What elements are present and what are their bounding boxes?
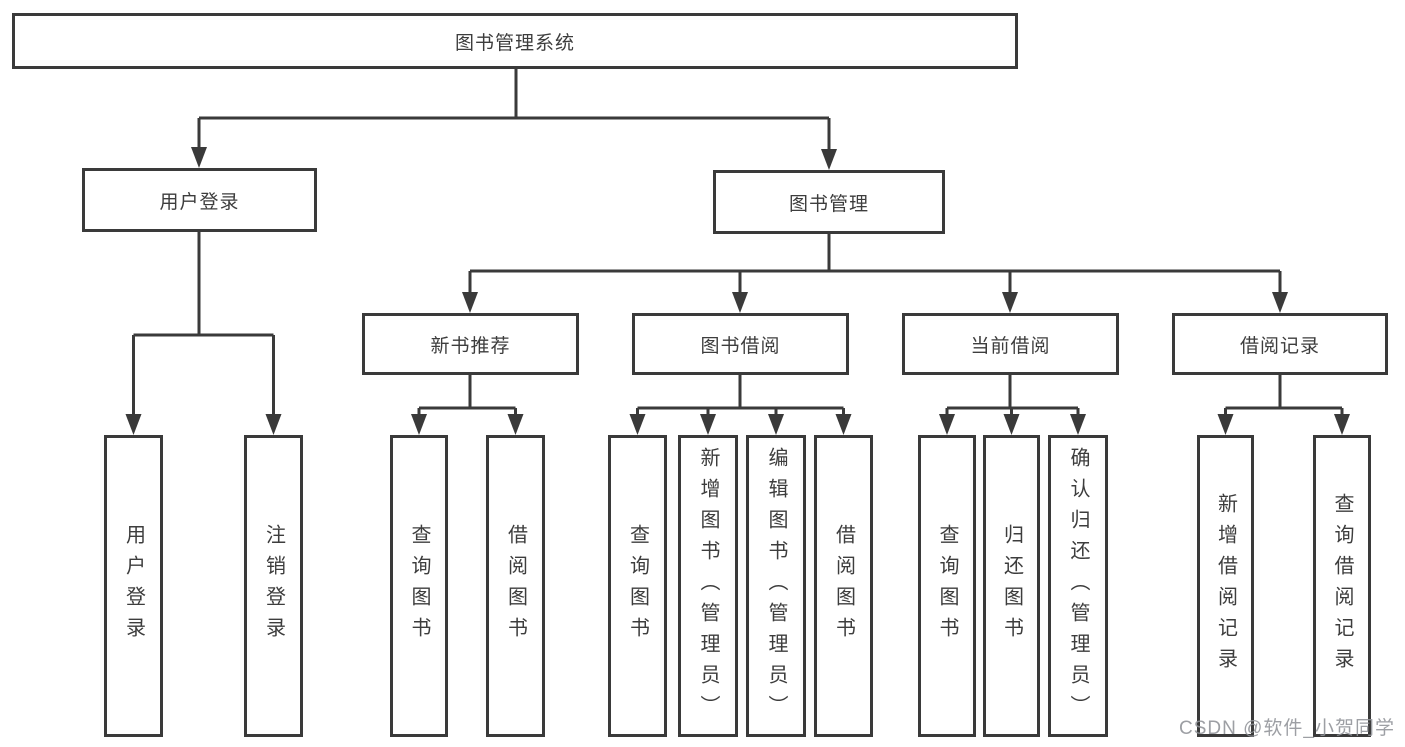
arrow-down-icon xyxy=(411,414,427,435)
arrow-down-icon xyxy=(1272,292,1288,313)
node-borrow-records: 借阅记录 xyxy=(1172,313,1388,375)
node-book-management-label: 图书管理 xyxy=(788,193,869,215)
leaf-borrow-book-recommend-label: 借阅图书 xyxy=(504,524,527,648)
leaf-query-book-borrow: 查询图书 xyxy=(608,435,667,737)
leaf-confirm-return-admin-label: 确认归还（管理员） xyxy=(1067,446,1089,726)
leaf-borrow-book: 借阅图书 xyxy=(814,435,873,737)
node-borrow-records-label: 借阅记录 xyxy=(1239,335,1320,357)
arrow-down-icon xyxy=(1003,414,1020,435)
arrow-down-icon xyxy=(835,414,852,435)
leaf-query-borrow-record-label: 查询借阅记录 xyxy=(1331,493,1353,679)
leaf-user-login: 用户登录 xyxy=(104,435,163,737)
leaf-borrow-book-recommend: 借阅图书 xyxy=(486,435,545,737)
node-new-book-recommend: 新书推荐 xyxy=(362,313,579,375)
arrow-down-icon xyxy=(462,292,478,313)
node-book-borrow: 图书借阅 xyxy=(632,313,849,375)
leaf-add-borrow-record-label: 新增借阅记录 xyxy=(1214,493,1237,679)
leaf-query-book-recommend-label: 查询图书 xyxy=(408,524,430,648)
node-new-book-recommend-label: 新书推荐 xyxy=(430,335,511,357)
arrow-down-icon xyxy=(1217,414,1234,435)
arrow-down-icon xyxy=(191,147,207,168)
arrow-down-icon xyxy=(1334,414,1350,435)
leaf-return-book: 归还图书 xyxy=(983,435,1040,737)
arrow-down-icon xyxy=(507,414,524,435)
leaf-edit-book-admin-label: 编辑图书（管理员） xyxy=(765,446,787,726)
arrow-down-icon xyxy=(768,414,784,435)
leaf-edit-book-admin: 编辑图书（管理员） xyxy=(746,435,806,737)
leaf-logout: 注销登录 xyxy=(244,435,303,737)
leaf-add-book-admin-label: 新增图书（管理员） xyxy=(697,446,719,726)
node-current-borrow: 当前借阅 xyxy=(902,313,1119,375)
node-root: 图书管理系统 xyxy=(12,13,1018,69)
node-root-label: 图书管理系统 xyxy=(454,32,575,54)
node-user-login-label: 用户登录 xyxy=(159,191,240,213)
node-book-management: 图书管理 xyxy=(713,170,945,234)
node-book-borrow-label: 图书借阅 xyxy=(700,335,781,357)
leaf-add-borrow-record: 新增借阅记录 xyxy=(1197,435,1254,737)
leaf-query-book-current: 查询图书 xyxy=(918,435,976,737)
arrow-down-icon xyxy=(1002,292,1018,313)
csdn-watermark: CSDN @软件_小贺同学 xyxy=(1179,718,1395,739)
leaf-query-borrow-record: 查询借阅记录 xyxy=(1313,435,1371,737)
arrow-down-icon xyxy=(125,414,142,435)
arrow-down-icon xyxy=(732,292,748,313)
leaf-user-login-label: 用户登录 xyxy=(122,524,145,648)
arrow-down-icon xyxy=(821,149,837,170)
leaf-query-book-recommend: 查询图书 xyxy=(390,435,448,737)
arrow-down-icon xyxy=(939,414,955,435)
leaf-logout-label: 注销登录 xyxy=(262,524,285,648)
node-user-login: 用户登录 xyxy=(82,168,317,232)
arrow-down-icon xyxy=(629,414,646,435)
leaf-query-book-borrow-label: 查询图书 xyxy=(626,524,649,648)
leaf-confirm-return-admin: 确认归还（管理员） xyxy=(1048,435,1108,737)
arrow-down-icon xyxy=(700,414,716,435)
leaf-add-book-admin: 新增图书（管理员） xyxy=(678,435,738,737)
arrow-down-icon xyxy=(1070,414,1086,435)
leaf-query-book-current-label: 查询图书 xyxy=(936,524,958,648)
leaf-borrow-book-label: 借阅图书 xyxy=(832,524,855,648)
arrow-down-icon xyxy=(265,414,282,435)
node-current-borrow-label: 当前借阅 xyxy=(970,335,1051,357)
leaf-return-book-label: 归还图书 xyxy=(1000,524,1023,648)
